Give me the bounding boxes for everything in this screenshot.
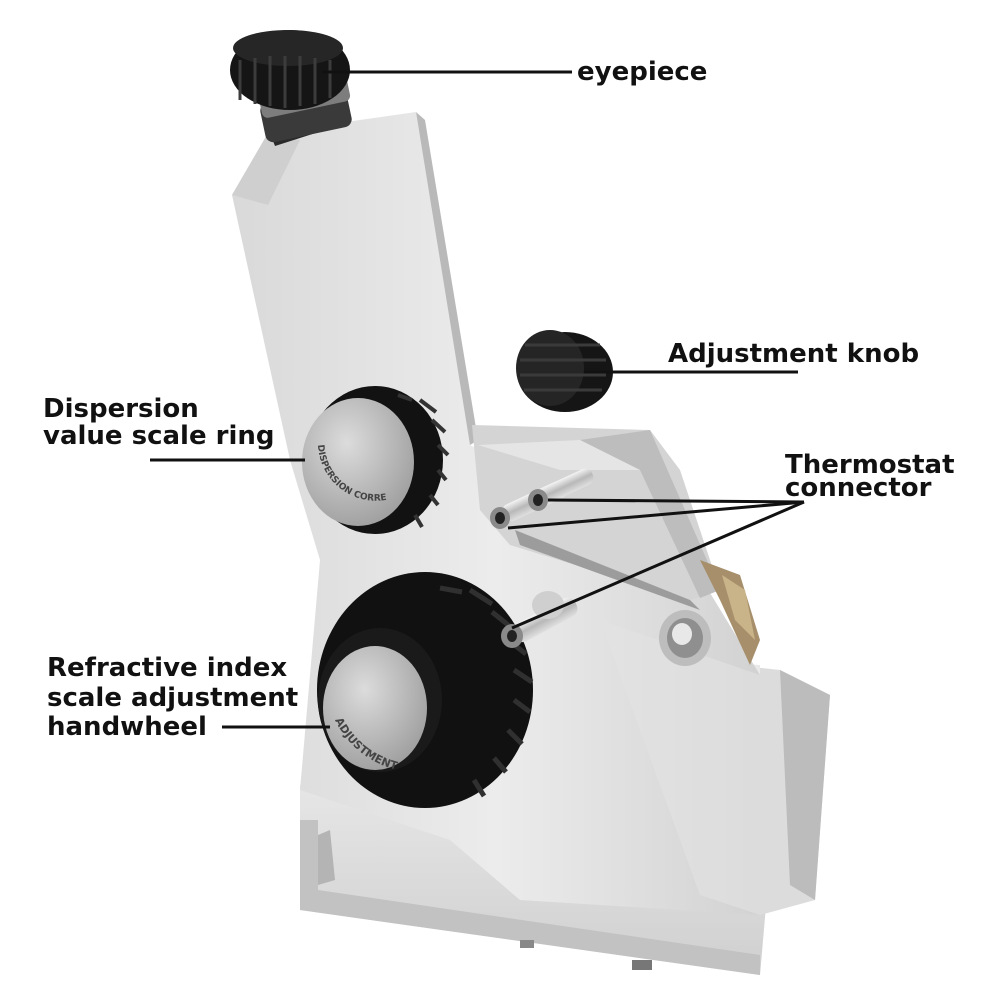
label-thermostat-line-1: Thermostat <box>785 450 955 480</box>
label-dispersion-line-1: Dispersion <box>43 394 199 424</box>
thermostat-connectors <box>490 468 594 648</box>
thermostat-leader-2 <box>507 500 805 530</box>
label-thermostat-line-2: connector <box>785 473 932 503</box>
thermostat-leader-3 <box>511 500 805 630</box>
label-refractive-line-2: scale adjustment <box>47 683 299 713</box>
label-refractive-line-1: Refractive index <box>47 653 288 683</box>
thermostat-connector-middle <box>528 468 594 511</box>
label-adjustment-knob: Adjustment knob <box>668 339 920 369</box>
leader-lines <box>150 70 805 729</box>
thermostat-connector-lower <box>501 591 578 648</box>
label-eyepiece: eyepiece <box>577 57 708 87</box>
eyepiece-assembly <box>230 30 352 146</box>
thermostat-leader-1 <box>547 498 805 504</box>
label-dispersion-line-2: value scale ring <box>43 421 275 451</box>
label-refractive-line-3: handwheel <box>47 712 207 742</box>
prism-assembly <box>472 425 760 665</box>
refractive-index-handwheel: ADJUSTMENT <box>317 572 534 808</box>
adjustment-knob <box>516 330 613 412</box>
pivot-screw <box>659 610 711 666</box>
